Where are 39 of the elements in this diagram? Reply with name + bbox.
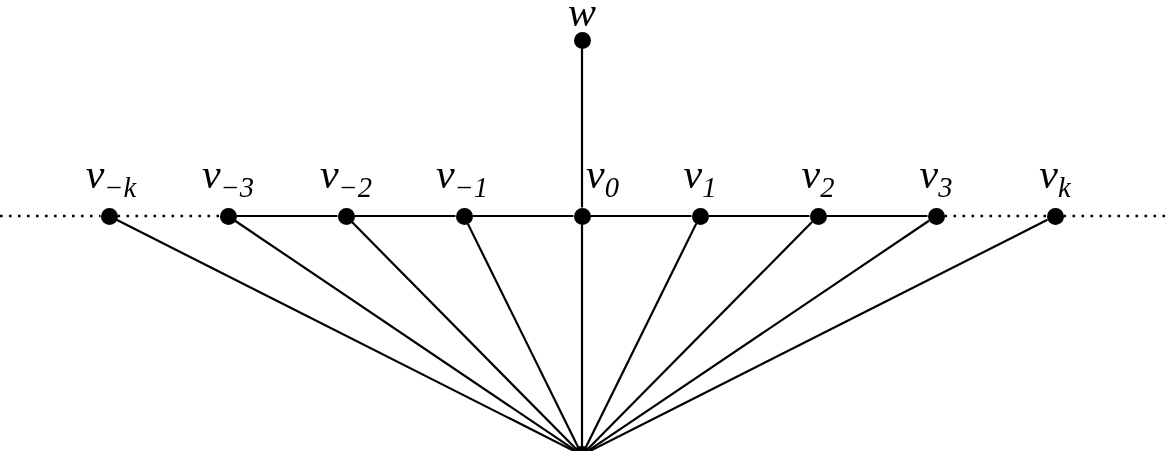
vertex-dot [219, 207, 237, 225]
vertex-label: v$_{−2}$ [319, 153, 373, 203]
edge-line [588, 219, 930, 451]
vertex-label: v$_{3}$ [919, 153, 953, 203]
vertex-label: v$_{0}$ [586, 153, 619, 203]
edge-line [234, 219, 576, 451]
edge-line [589, 218, 1048, 451]
edge-line [354, 214, 456, 218]
vertex-label: v$_{k}$ [1039, 153, 1071, 203]
vertex-dot [100, 207, 118, 225]
vertex-label: v$_{1}$ [683, 153, 717, 203]
vertex-label: v$_{−3}$ [201, 153, 255, 203]
dotted-line [117, 214, 220, 218]
vertex-dot [1046, 207, 1064, 225]
edge-line [708, 214, 810, 218]
vertex-dot [809, 207, 827, 225]
vertex-label: w [568, 0, 596, 33]
edge-line [587, 221, 813, 450]
vertex-label: v$_{2}$ [801, 153, 835, 203]
edge-line [466, 223, 579, 448]
edge-line [826, 214, 928, 218]
edge-line [585, 223, 698, 448]
edge-line [580, 48, 584, 208]
vertex-dot [691, 207, 709, 225]
vertex-label: v$_{−k}$ [85, 153, 137, 203]
vertex-dot [573, 31, 591, 49]
dotted-line [944, 214, 1047, 218]
vertex-dot [927, 207, 945, 225]
edge-line [351, 221, 577, 450]
edge-line [472, 214, 574, 218]
vertex-dot [573, 207, 591, 225]
vertex-dot [337, 207, 355, 225]
vertex-label: v$_{−1}$ [435, 153, 489, 203]
edge-line [590, 214, 692, 218]
edge-line [236, 214, 338, 218]
edge-line [116, 218, 575, 451]
edge-line [580, 224, 584, 446]
dotted-line [1063, 214, 1165, 218]
vertex-dot [455, 207, 473, 225]
